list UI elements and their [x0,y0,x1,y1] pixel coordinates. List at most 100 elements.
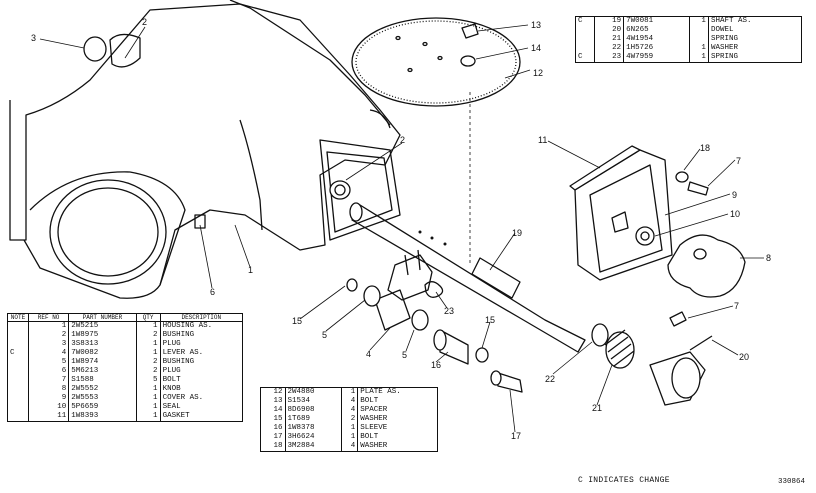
cell-ref: 14 [260,406,286,415]
callout-20: 20 [739,352,749,362]
cell-qty [689,35,709,44]
cell-part: 1W8975 [68,331,137,340]
callout-14: 14 [531,43,541,53]
cell-note: C [575,16,596,26]
cell-part: 7W0081 [623,16,690,26]
cell-ref: 17 [260,433,286,442]
cell-qty [689,26,709,35]
cell-note [7,403,29,412]
cell-note [7,394,29,403]
callout-8: 8 [766,253,771,263]
cell-qty: 4 [341,397,359,406]
callout-15: 15 [292,316,302,326]
cell-ref: 4 [28,349,70,358]
cell-ref: 21 [594,35,625,44]
col-desc: DESCRIPTION [160,313,243,322]
cell-desc: WASHER [710,44,738,52]
cell-qty: 4 [341,442,359,452]
cell-qty: 2 [136,331,161,340]
shaft-assembly [349,202,586,353]
callout-11: 11 [538,135,547,145]
cell-part: 1W8393 [68,412,137,422]
cell-note [575,44,596,53]
cell-ref: 15 [260,415,286,424]
col-part: PART NUMBER [68,313,137,322]
cell-qty: 1 [689,53,709,63]
cell-ref: 11 [28,412,70,422]
change-legend: C INDICATES CHANGE [578,476,670,485]
cell-note [7,321,29,331]
callout-2b: 2 [400,135,405,145]
cell-qty: 1 [136,394,161,403]
cell-desc: PLUG [162,340,181,348]
cover-assembly [569,145,746,327]
cell-part: 3S8313 [68,340,137,349]
cell-ref: 20 [594,26,625,35]
cell-qty: 2 [136,358,161,367]
cell-part: 2W5553 [68,394,137,403]
cell-qty: 2 [341,415,359,424]
cell-desc: BOLT [162,376,181,384]
cell-part: 2W4880 [285,387,342,397]
cell-part: 3H6624 [285,433,342,442]
col-ref: REF NO [28,313,70,322]
cell-ref: 5 [28,358,70,367]
cell-qty: 1 [341,433,359,442]
cell-part: 4W1954 [623,35,690,44]
cell-part: 7W0082 [68,349,137,358]
table-header-row: NOTE REF NO PART NUMBER QTY DESCRIPTION [7,313,243,322]
cell-note: C [575,53,596,63]
cell-part: 4W7959 [623,53,690,63]
callout-6: 6 [210,287,215,297]
parts-table-main: NOTE REF NO PART NUMBER QTY DESCRIPTION … [7,313,243,422]
cell-part: 2W5215 [68,321,137,331]
cell-note [7,331,29,340]
lever-assembly [346,249,523,393]
cell-desc: SLEEVE [360,424,388,432]
cell-qty: 5 [136,376,161,385]
cell-qty: 2 [136,367,161,376]
callout-22: 22 [545,374,555,384]
cell-desc: COVER AS. [162,394,204,402]
cell-ref: 3 [28,340,70,349]
cell-part: 3M2884 [285,442,342,452]
cell-note: C [7,349,29,358]
cell-note [7,367,29,376]
callout-1: 1 [248,265,253,275]
cell-qty: 1 [689,44,709,53]
cell-ref: 7 [28,376,70,385]
cell-qty: 1 [341,424,359,433]
callout-23: 23 [444,306,454,316]
cell-part: 1W8974 [68,358,137,367]
cell-qty: 1 [136,412,161,422]
callout-19: 19 [512,228,522,238]
cell-ref: 2 [28,331,70,340]
cell-ref: 16 [260,424,286,433]
cell-desc: WASHER [360,415,388,423]
cell-note [7,340,29,349]
cell-note [575,26,596,35]
callout-12: 12 [533,68,543,78]
callout-5: 5 [322,330,327,340]
cell-note [7,376,29,385]
cell-note [7,385,29,394]
cell-desc: SPACER [360,406,388,414]
callout-5b: 5 [402,350,407,360]
callout-7b: 7 [734,301,739,311]
callout-4: 4 [366,349,371,359]
cell-desc: DOWEL [710,26,734,34]
cell-qty: 1 [136,340,161,349]
cell-qty: 1 [341,387,359,397]
